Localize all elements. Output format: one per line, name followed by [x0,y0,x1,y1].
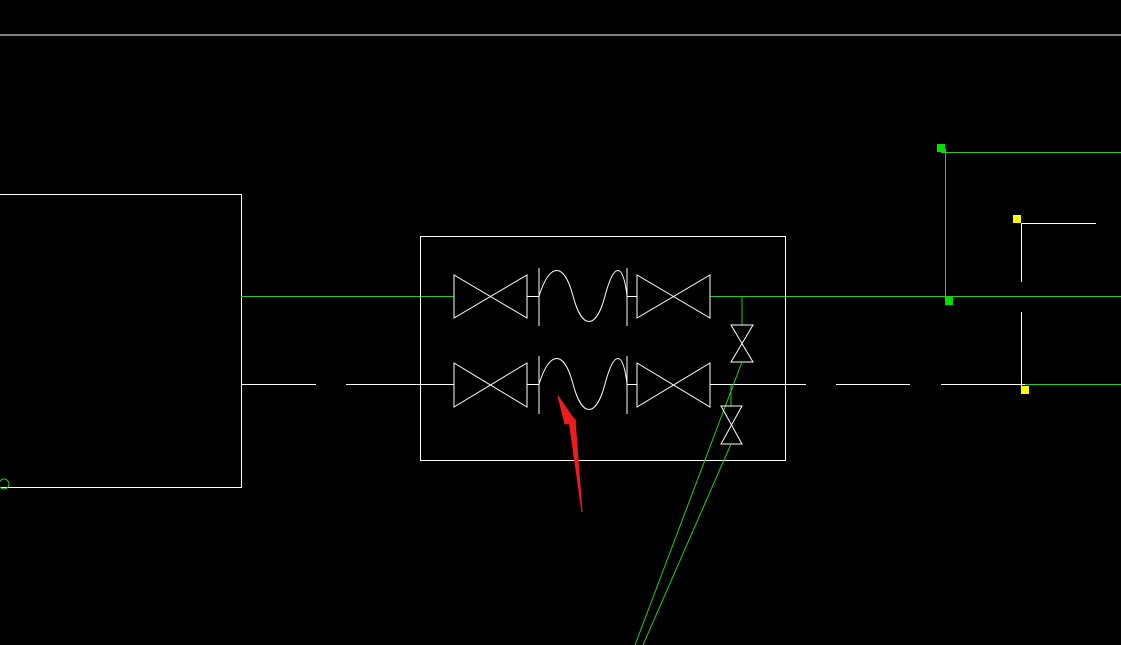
flexible-hose-icon [538,270,628,322]
red-pointer-arrow [557,395,583,513]
gate-valve-icon [636,362,711,408]
selected-polyline[interactable] [941,149,1121,300]
upper-row-symbols[interactable] [453,268,711,326]
drain-valve-icon [720,405,743,445]
gate-valve-icon [453,274,528,319]
lower-row-symbols[interactable] [453,356,711,414]
drain-valve-icon [730,324,754,363]
right-wire[interactable] [1021,223,1096,386]
grip-square[interactable] [945,297,953,305]
gate-valve-icon [453,362,528,408]
valve-assembly-box[interactable] [420,236,786,461]
flexible-hose-icon [538,358,628,410]
endpoint-grip[interactable] [1021,386,1029,394]
left-equipment-box[interactable] [0,194,242,488]
gate-valve-icon [636,274,711,319]
ucs-origin-marker [0,478,10,490]
lower-drain-branch[interactable] [642,384,743,645]
upper-drain-branch[interactable] [634,296,754,645]
endpoint-grip[interactable] [1013,215,1021,223]
grip-square[interactable] [937,144,945,152]
